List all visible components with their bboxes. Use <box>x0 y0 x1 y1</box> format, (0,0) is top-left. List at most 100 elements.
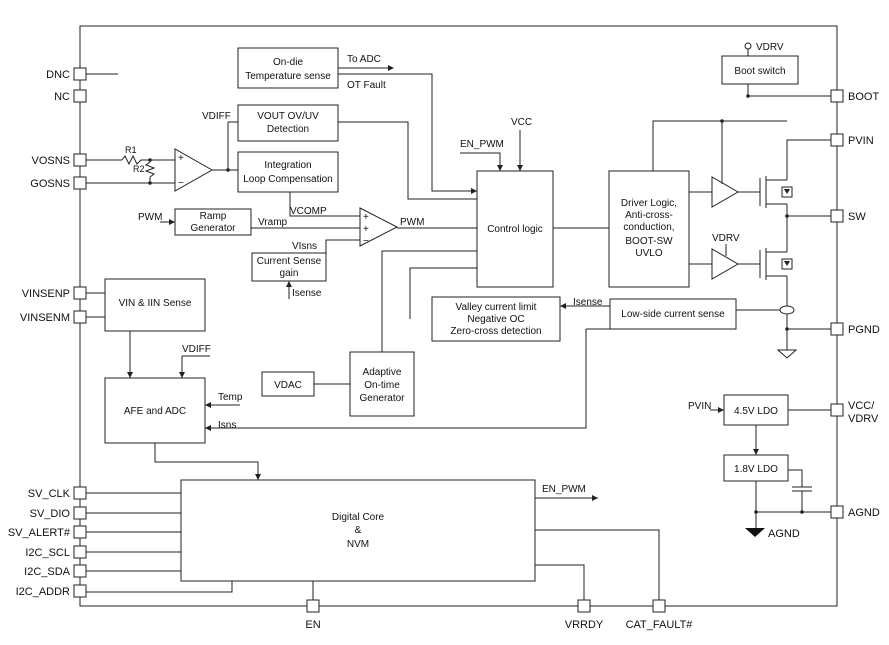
label-vcomp: VCOMP <box>290 206 327 217</box>
pin-i2c-sda-pad <box>73 564 87 578</box>
pin-en-pad <box>306 599 320 613</box>
pin-i2c-addr: I2C_ADDR <box>16 584 87 598</box>
pin-sv-dio-label: SV_DIO <box>30 508 71 520</box>
label-isense-2: Isense <box>573 297 603 308</box>
driver-logic-block: Driver Logic, Anti-cross- conduction, BO… <box>608 170 690 288</box>
pin-pvin: PVIN <box>830 133 874 147</box>
cs-line2: gain <box>280 268 299 279</box>
pwm-comparator <box>359 207 399 247</box>
afe-label: AFE and ADC <box>124 406 186 417</box>
resistor-r1: R1 <box>121 145 142 166</box>
pin-gosns: GOSNS <box>30 176 87 190</box>
aot-line2: On-time <box>364 380 400 391</box>
pin-i2c-scl: I2C_SCL <box>25 545 87 559</box>
valley-line3: Zero-cross detection <box>450 326 541 337</box>
vout-line1: VOUT OV/UV <box>257 111 319 122</box>
pin-boot: BOOT <box>830 89 879 103</box>
boot-switch-block: Boot switch <box>721 55 799 85</box>
low-side-current-sense-block: Low-side current sense <box>609 298 737 330</box>
pin-gosns-label: GOSNS <box>30 178 70 190</box>
pin-sw-pad <box>830 209 844 223</box>
vout-detection-block: VOUT OV/UV Detection <box>237 104 339 142</box>
pin-i2c-sda: I2C_SDA <box>24 564 87 578</box>
pin-sw: SW <box>830 209 866 223</box>
temp-line2: Temperature sense <box>245 71 331 82</box>
pin-vrrdy-pad <box>577 599 591 613</box>
pin-sv-clk-pad <box>73 486 87 500</box>
ldo18-label: 1.8V LDO <box>734 464 778 475</box>
vin-iin-sense-block: VIN & IIN Sense <box>104 278 206 332</box>
boot-switch-label: Boot switch <box>734 66 785 77</box>
pin-dnc-pad <box>73 67 87 81</box>
valley-line2: Negative OC <box>467 314 524 325</box>
aot-line1: Adaptive <box>363 367 402 378</box>
digital-line1: Digital Core <box>332 512 385 523</box>
label-vdiff: VDIFF <box>202 111 231 122</box>
label-vdiff-2: VDIFF <box>182 344 211 355</box>
pin-cat-fault: CAT_FAULT# <box>626 599 694 631</box>
label-r1: R1 <box>125 145 137 155</box>
pin-cat-fault-label: CAT_FAULT# <box>626 619 694 631</box>
label-vramp: Vramp <box>258 217 288 228</box>
pin-agnd: AGND <box>830 505 880 519</box>
low-side-mosfet <box>759 248 793 280</box>
ldo-1v8-block: 1.8V LDO <box>723 454 789 482</box>
pin-pgnd-pad <box>830 322 844 336</box>
label-en-pwm: EN_PWM <box>460 139 504 150</box>
pin-nc-label: NC <box>54 91 70 103</box>
diff-amp <box>174 148 214 192</box>
label-vcc: VCC <box>511 117 532 128</box>
pin-dnc: DNC <box>46 67 118 81</box>
temperature-sense-block: On-die Temperature sense <box>237 47 339 89</box>
pin-pgnd-label: PGND <box>848 324 880 336</box>
afe-adc-block: AFE and ADC <box>104 377 206 444</box>
label-agnd-gnd: AGND <box>768 528 800 540</box>
pin-vrrdy-label: VRRDY <box>565 619 604 631</box>
pin-vinsenp: VINSENP <box>22 286 87 300</box>
driver-line4: BOOT-SW <box>625 236 673 247</box>
control-logic-block: Control logic <box>476 170 554 288</box>
pin-vinsenm-label: VINSENM <box>20 312 70 324</box>
pin-nc-pad <box>73 89 87 103</box>
agnd-ground-icon: AGND <box>745 528 800 540</box>
pin-sv-alert-pad <box>73 525 87 539</box>
digital-core-block: Digital Core & NVM <box>180 479 536 582</box>
pin-vcc-pad <box>830 403 844 417</box>
pin-en-label: EN <box>305 619 320 631</box>
pin-boot-pad <box>830 89 844 103</box>
aot-line3: Generator <box>359 393 405 404</box>
driver-line5: UVLO <box>635 248 662 259</box>
driver-line1: Driver Logic, <box>621 198 677 209</box>
pin-vosns-label: VOSNS <box>31 155 70 167</box>
label-pwm-out: PWM <box>400 217 424 228</box>
comp-minus: − <box>363 236 369 247</box>
pin-sw-label: SW <box>848 211 866 223</box>
pin-dnc-label: DNC <box>46 69 70 81</box>
pin-sv-clk: SV_CLK <box>28 486 87 500</box>
pin-nc: NC <box>54 89 87 103</box>
valley-current-block: Valley current limit Negative OC Zero-cr… <box>431 296 561 342</box>
label-r2: R2 <box>133 164 145 174</box>
label-to-adc: To ADC <box>347 54 381 65</box>
current-sense-gain-block: Current Sense gain <box>251 252 327 282</box>
label-vdrv-top: VDRV <box>756 42 784 53</box>
lowside-label: Low-side current sense <box>621 309 725 320</box>
pin-vinsenp-pad <box>73 286 87 300</box>
label-temp: Temp <box>218 392 243 403</box>
diff-amp-minus: − <box>178 178 184 189</box>
digital-line3: NVM <box>347 539 369 550</box>
loop-compensation-block: Integration Loop Compensation <box>237 151 339 193</box>
label-isns: Isns <box>218 420 236 431</box>
label-pvin: PVIN <box>688 401 711 412</box>
temp-line1: On-die <box>273 57 303 68</box>
pin-i2c-addr-label: I2C_ADDR <box>16 586 70 598</box>
pin-sv-dio: SV_DIO <box>30 506 87 520</box>
pin-pgnd: PGND <box>830 322 880 336</box>
digital-line2: & <box>355 525 362 536</box>
ramp-line1: Ramp <box>200 211 227 222</box>
pin-vdrv-label: VDRV <box>848 413 879 425</box>
vout-line2: Detection <box>267 124 309 135</box>
vdac-label: VDAC <box>274 380 302 391</box>
pin-sv-alert-label: SV_ALERT# <box>8 527 71 539</box>
